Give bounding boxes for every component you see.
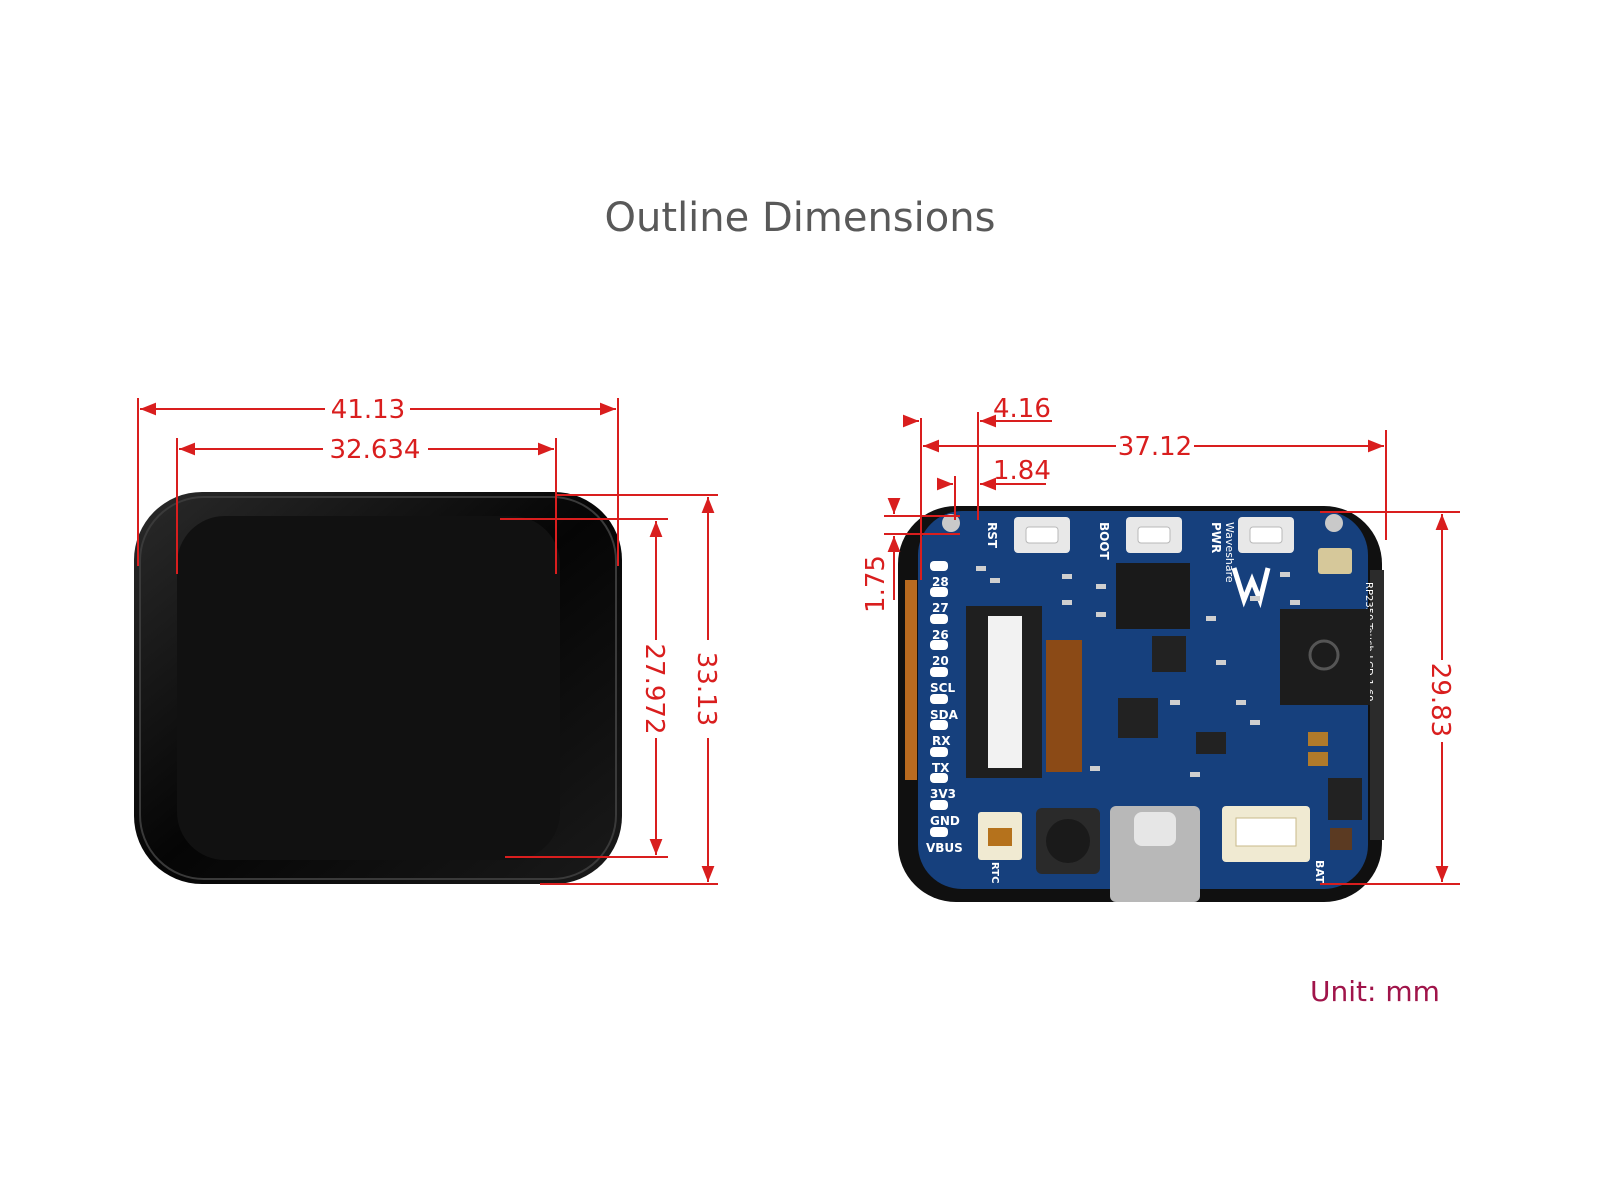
fpc-latch [988, 616, 1022, 768]
dim-pcb-height: 29.83 [1425, 663, 1455, 737]
dim-offset-small: 1.84 [993, 456, 1051, 486]
crystal [1318, 548, 1352, 574]
pin-header [930, 561, 948, 837]
passives [976, 566, 1300, 777]
button-pwr [1238, 517, 1294, 553]
component [1330, 828, 1352, 850]
page-title: Outline Dimensions [604, 195, 996, 241]
pin-label: 3V3 [930, 787, 956, 801]
display-edge-highlight [139, 496, 617, 880]
fpc-cable [1046, 640, 1082, 772]
side-strip [1370, 570, 1384, 840]
dim-pcb-width: 37.12 [1118, 432, 1192, 462]
ic [1196, 732, 1226, 754]
rtc-pins [988, 828, 1012, 846]
mount-hole [1325, 514, 1343, 532]
buzzer-membrane [1046, 819, 1090, 863]
mcu-chip [1280, 609, 1370, 705]
dim-offset-side: 1.75 [861, 555, 891, 613]
dim-offset-top: 4.16 [993, 394, 1051, 424]
pin-label: GND [930, 814, 960, 828]
usb-c-connector [1110, 806, 1200, 902]
display-screen [177, 516, 560, 860]
capacitor [1308, 732, 1328, 746]
pin-label: TX [932, 761, 950, 775]
silk-pwr: PWR [1209, 522, 1223, 553]
usb-c-port [1134, 812, 1176, 846]
silk-bat: BAT [1313, 860, 1326, 884]
pin-label: 27 [932, 601, 949, 615]
pin-label: 28 [932, 575, 949, 589]
unit-label: Unit: mm [1310, 975, 1440, 1008]
dim-height-inner: 27.972 [639, 644, 669, 735]
waveshare-logo [1231, 567, 1271, 609]
right-dimensions [884, 412, 1460, 885]
flex-edge [905, 580, 917, 780]
left-dimensions [137, 398, 718, 885]
mcu-logo [1308, 639, 1340, 671]
button-rst [1014, 517, 1070, 553]
ic [1118, 698, 1158, 738]
pin-label: RX [932, 734, 951, 748]
dim-width-outer: 41.13 [331, 395, 405, 425]
display-front-view [134, 492, 622, 884]
dim-width-inner: 32.634 [330, 435, 421, 465]
flash-chip [1116, 563, 1190, 629]
ic [1152, 636, 1186, 672]
silk-boot: BOOT [1097, 522, 1111, 561]
dim-height-outer: 33.13 [691, 652, 721, 726]
pin-label: SDA [930, 708, 959, 722]
silk-brand: Waveshare [1223, 522, 1236, 583]
battery-connector-slot [1235, 817, 1297, 847]
ic [1328, 778, 1362, 820]
pin-label: 20 [932, 654, 949, 668]
pin-label: SCL [930, 681, 955, 695]
silk-rtc: RTC [989, 862, 1000, 883]
capacitor [1308, 752, 1328, 766]
pin-label: VBUS [926, 841, 963, 855]
pcb-back-view: RST BOOT PWR Waveshare RP2350-Touch-LCD-… [898, 506, 1384, 902]
pin-label: 26 [932, 628, 949, 642]
silk-rst: RST [985, 522, 999, 549]
button-boot [1126, 517, 1182, 553]
